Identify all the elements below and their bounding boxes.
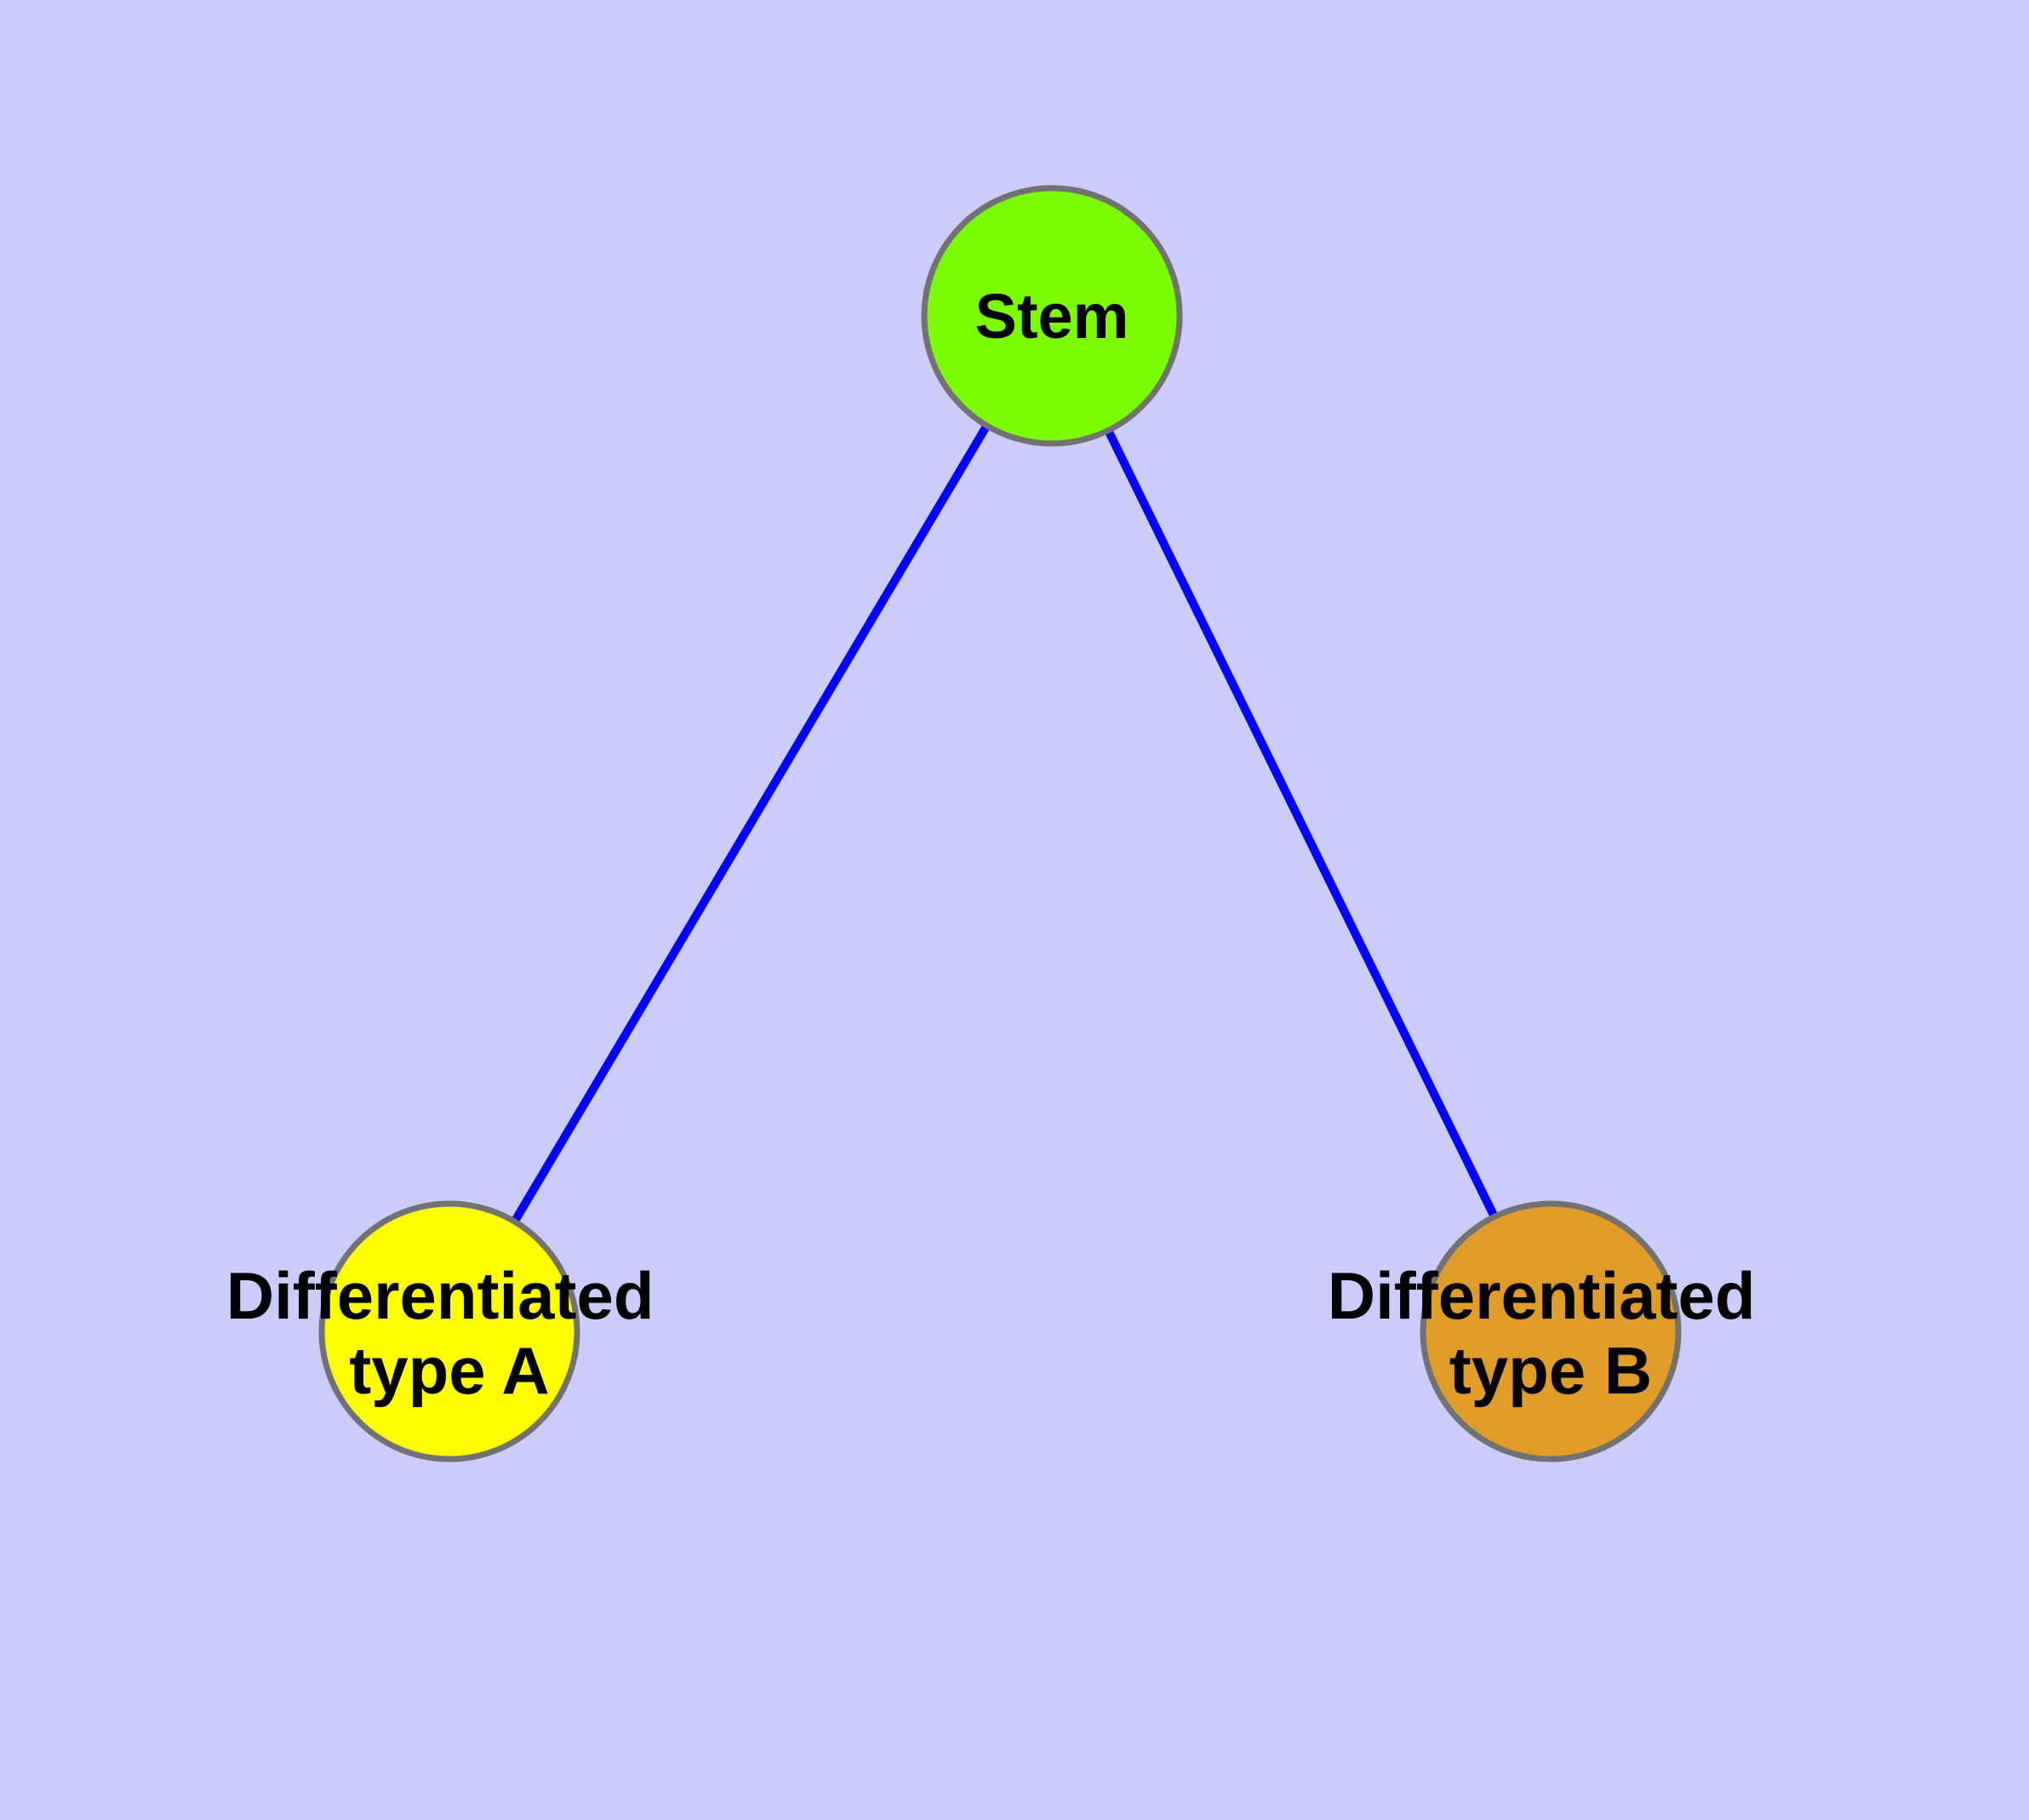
node-stem-circle[interactable] bbox=[921, 185, 1183, 447]
node-stem[interactable]: Stem bbox=[921, 185, 1183, 447]
node-differentiated-type-b-label: Differentiated type B bbox=[1328, 1258, 1774, 1408]
node-differentiated-type-a-label: Differentiated type A bbox=[226, 1258, 672, 1408]
node-differentiated-type-a-label-line-1: Differentiated bbox=[226, 1258, 654, 1333]
node-differentiated-type-b[interactable]: Differentiated type B bbox=[1328, 1200, 1774, 1462]
node-differentiated-type-b-label-line-2: type B bbox=[1449, 1333, 1652, 1408]
node-differentiated-type-b-label-line-1: Differentiated bbox=[1328, 1258, 1756, 1333]
node-differentiated-type-a-label-line-2: type A bbox=[349, 1333, 550, 1408]
node-stem-label-line-1: Stem bbox=[975, 281, 1129, 352]
node-layer: Stem Differentiated type A Differentiate… bbox=[226, 185, 1774, 1462]
node-differentiated-type-b-circle[interactable] bbox=[1420, 1200, 1682, 1462]
node-stem-label: Stem bbox=[975, 281, 1129, 352]
edge-stem-to-differentiated-type-b[interactable] bbox=[1104, 428, 1499, 1219]
node-differentiated-type-a-circle[interactable] bbox=[318, 1200, 580, 1462]
node-differentiated-type-a[interactable]: Differentiated type A bbox=[226, 1200, 672, 1462]
edge-stem-to-differentiated-type-a[interactable] bbox=[511, 423, 991, 1224]
edge-layer bbox=[511, 423, 1499, 1224]
